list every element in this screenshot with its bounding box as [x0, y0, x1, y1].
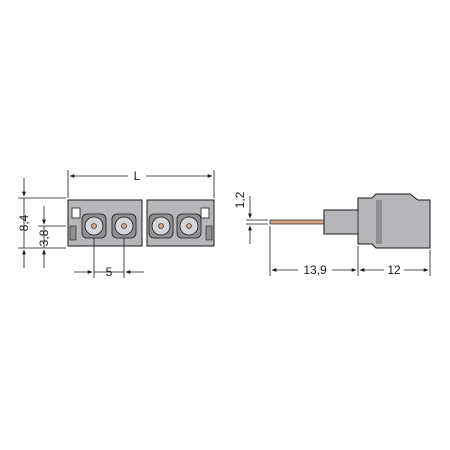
dim-label-pin-length: 13,9	[303, 263, 327, 277]
latch-recess	[69, 225, 77, 241]
side-pin	[269, 219, 325, 225]
coding-notch-left	[71, 207, 81, 219]
dim-label-length: L	[134, 169, 141, 183]
dim-label-height: 8,4	[17, 214, 31, 231]
latch-recess-right	[205, 225, 213, 241]
pin-cavity-4	[176, 213, 202, 239]
pin-cavity-2	[111, 213, 137, 239]
coding-notch-right	[200, 207, 210, 219]
pin-cavity-1	[81, 213, 107, 239]
side-housing-shadow	[376, 200, 382, 244]
side-view: 1,2 13,9 12	[233, 191, 431, 277]
dim-label-housing-depth: 12	[387, 263, 401, 277]
dim-label-pitch: 5	[106, 265, 113, 279]
pin-cavity-3	[148, 213, 174, 239]
dim-label-pin-diameter: 1,2	[233, 191, 247, 208]
dim-label-pin-offset: 3,8	[37, 229, 51, 246]
front-view: L 8,4 3,8 5	[17, 169, 215, 279]
